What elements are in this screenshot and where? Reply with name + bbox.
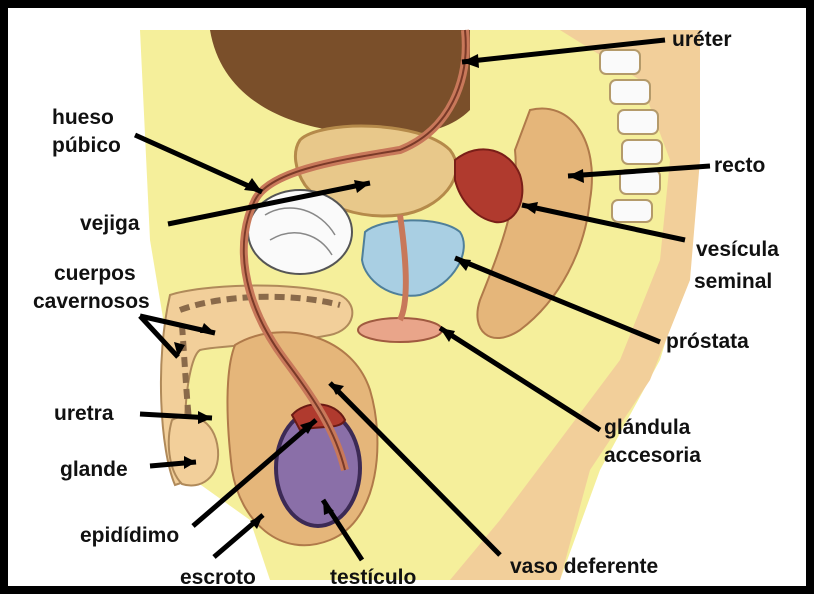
label-vesicula-line2: seminal [694, 270, 772, 294]
label-uretra: uretra [54, 402, 114, 426]
label-vaso: vaso deferente [510, 555, 658, 579]
label-epididimo: epidídimo [80, 524, 179, 548]
label-vejiga: vejiga [80, 212, 140, 236]
label-hueso-line1: hueso [52, 106, 114, 130]
label-glandula-line2: accesoria [604, 444, 701, 468]
label-cuerpos-line1: cuerpos [54, 262, 136, 286]
label-glande: glande [60, 458, 128, 482]
label-hueso-line2: púbico [52, 134, 121, 158]
label-glandula-line1: glándula [604, 416, 690, 440]
label-cuerpos-line2: cavernosos [33, 290, 150, 314]
label-vesicula-line1: vesícula [696, 238, 779, 262]
label-recto: recto [714, 154, 765, 178]
label-ureter: uréter [672, 28, 732, 52]
label-testiculo: testículo [330, 566, 416, 590]
accessory-gland [358, 318, 442, 342]
label-prostata: próstata [666, 330, 749, 354]
label-escroto: escroto [180, 566, 256, 590]
